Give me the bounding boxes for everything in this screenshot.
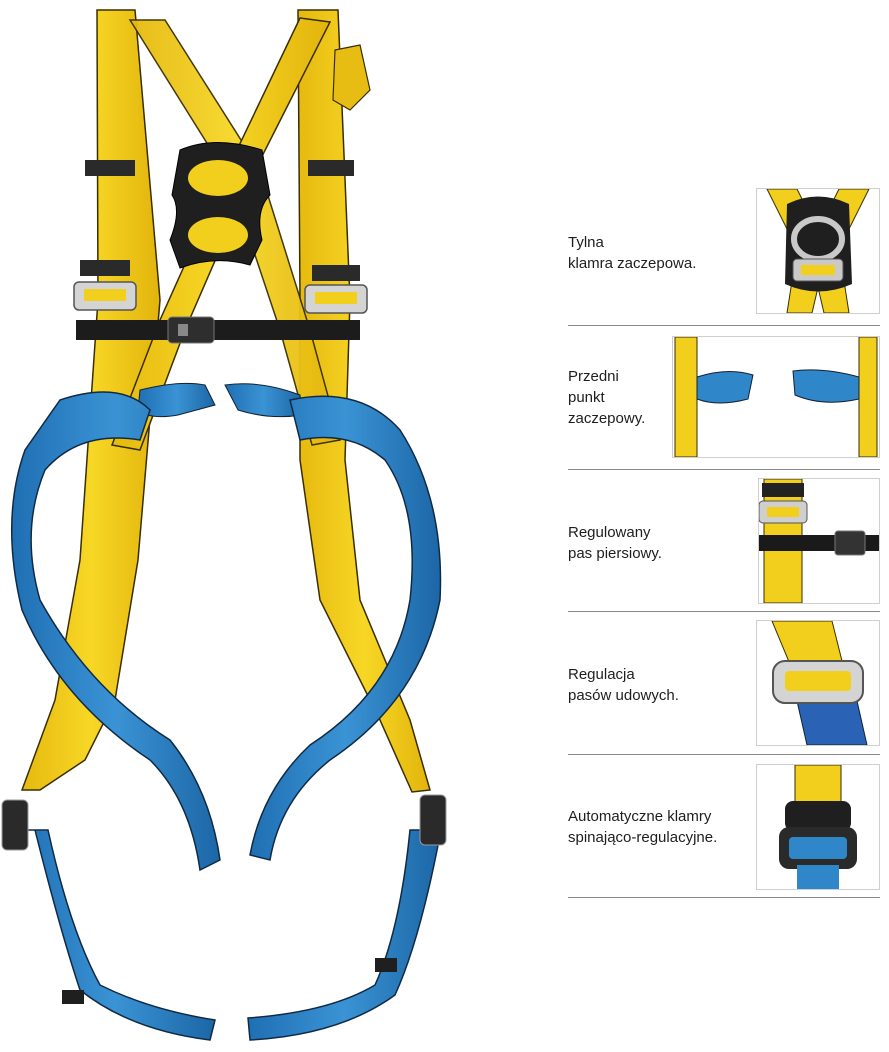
feature-rear-attachment: Tylna klamra zaczepowa. [568, 188, 880, 328]
harness-illustration [1, 9, 447, 1041]
feature-label: Tylna klamra zaczepowa. [568, 234, 697, 272]
automatic-buckle-icon [756, 764, 880, 890]
leg-strap-buckle-icon [756, 620, 880, 746]
feature-leg-strap-adjust: Regulacja pasów udowych. [568, 620, 880, 760]
feature-label: Regulacja pasów udowych. [568, 666, 679, 704]
feature-front-attachment: Przedni punkt zaczepowy. [568, 336, 880, 476]
feature-label: Automatyczne klamry spinająco-regulacyjn… [568, 808, 718, 846]
harness-photo-icon [1, 9, 447, 1041]
row-divider [568, 469, 880, 470]
row-divider [568, 897, 880, 898]
row-divider [568, 611, 880, 612]
feature-automatic-buckles: Automatyczne klamry spinająco-regulacyjn… [568, 764, 880, 904]
front-attachment-icon [672, 336, 880, 458]
feature-chest-strap: Regulowany pas piersiowy. [568, 478, 880, 618]
row-divider [568, 325, 880, 326]
chest-strap-icon [758, 478, 880, 604]
row-divider [568, 754, 880, 755]
rear-attachment-icon [756, 188, 880, 314]
feature-label: Przedni punkt zaczepowy. [568, 368, 646, 427]
feature-label: Regulowany pas piersiowy. [568, 524, 662, 562]
